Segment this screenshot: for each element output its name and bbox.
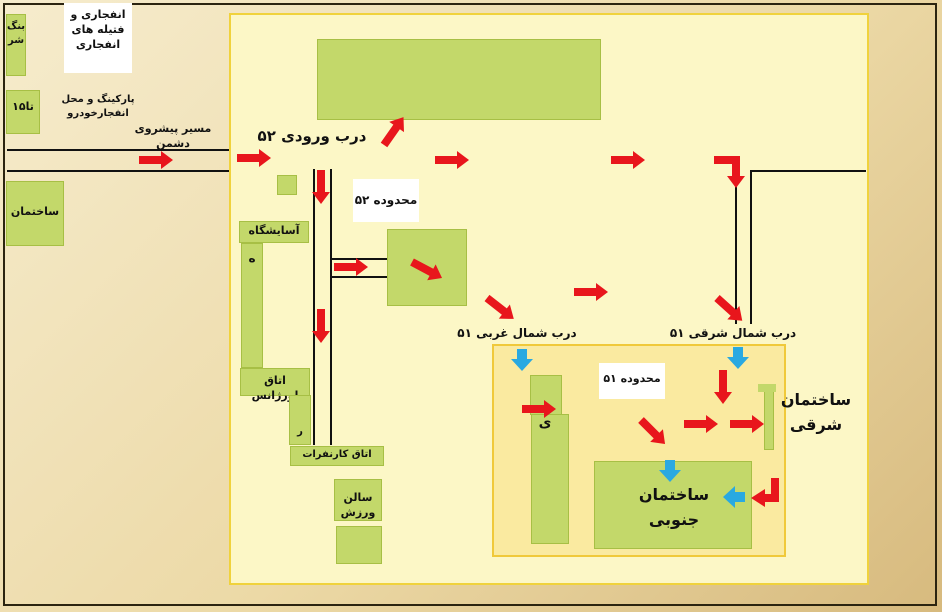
red-arrow-icon [435, 151, 469, 169]
road-line-top [7, 149, 229, 151]
red-arrow-icon [727, 176, 745, 188]
dormitory-building [241, 243, 263, 368]
road-east-left [735, 172, 737, 324]
red-arrow-icon [751, 489, 765, 507]
blue-arrow-icon [723, 486, 745, 508]
red-arrow-icon [684, 415, 718, 433]
road-line-bottom [7, 170, 229, 172]
red-arrow-icon [634, 413, 672, 451]
red-arrow-icon [714, 156, 740, 176]
left-top-building-label: بنگ شر [6, 21, 26, 46]
zone-51-inner-building [531, 414, 569, 544]
guard-post [277, 175, 297, 195]
zone-52-label: محدوده ۵۲ [354, 193, 418, 207]
zone-51-box [599, 363, 665, 399]
left-15-label: ۱۵تا [12, 100, 34, 113]
blue-arrow-icon [659, 460, 681, 482]
left-building [6, 181, 64, 246]
blue-arrow-icon [727, 347, 749, 369]
dormitory-label: آسایشگاه [248, 224, 300, 237]
red-arrow-icon [334, 258, 368, 276]
red-arrow-icon [710, 291, 749, 328]
parking-label: پارکینگ و محل انفجارخودرو [61, 94, 135, 119]
ne-gate-label: درب شمال شرقی ۵۱ [669, 326, 797, 340]
gym-label: سالن ورزش [340, 491, 376, 519]
inner-partial-label: ی [538, 415, 552, 431]
red-arrow-icon [139, 151, 173, 169]
dormitory-header [239, 221, 309, 243]
dormitory-partial-label: ه [248, 251, 256, 265]
guard-room [290, 446, 384, 466]
explosives-label: انفجاری و فتیله های انفجاری [70, 8, 126, 51]
red-arrow-icon [764, 478, 779, 502]
east-building-top [758, 384, 776, 392]
nw-gate-label: درب شمال غربی ۵۱ [457, 326, 577, 340]
guard-room-label: اتاق کارنفرات [302, 449, 372, 460]
explosives-box [64, 3, 132, 73]
enemy-route-label: مسیر پیشروی دشمن [134, 122, 212, 150]
road-branch-top [330, 258, 387, 260]
red-arrow-icon [574, 283, 608, 301]
red-arrow-icon [237, 149, 271, 167]
road-east-right [750, 170, 752, 324]
left-15-building [6, 90, 40, 134]
road-branch-bottom [330, 276, 387, 278]
emergency-room-label: اتاق اورژانس [251, 374, 299, 402]
entrance-52-label: درب ورودی ۵۲ [257, 127, 367, 145]
room-partial-label: ر [297, 426, 303, 437]
red-arrow-icon [312, 309, 330, 343]
gym-annex [336, 526, 382, 564]
east-building-label: ساختمان شرقی [780, 390, 852, 434]
red-arrow-icon [407, 254, 447, 286]
red-arrow-icon [481, 290, 520, 327]
south-building-label: ساختمان جنوبی [638, 485, 710, 529]
zone-52-box [353, 179, 419, 222]
gym-building [334, 479, 382, 521]
red-arrow-icon [376, 111, 411, 151]
road-center-left [313, 169, 315, 445]
red-arrow-icon [522, 400, 556, 418]
room-building [289, 395, 311, 445]
blue-arrow-icon [511, 349, 533, 371]
zone-51-label: محدوده ۵۱ [603, 372, 661, 385]
road-center-right [330, 169, 332, 445]
red-arrow-icon [714, 370, 732, 404]
left-building-label: ساختمان [10, 205, 60, 218]
north-building [317, 39, 601, 120]
emergency-room [240, 368, 310, 396]
red-arrow-icon [312, 170, 330, 204]
red-arrow-icon [611, 151, 645, 169]
left-top-building [6, 14, 26, 76]
red-arrow-icon [730, 415, 764, 433]
road-east-top [750, 170, 866, 172]
outer-frame [3, 3, 937, 606]
